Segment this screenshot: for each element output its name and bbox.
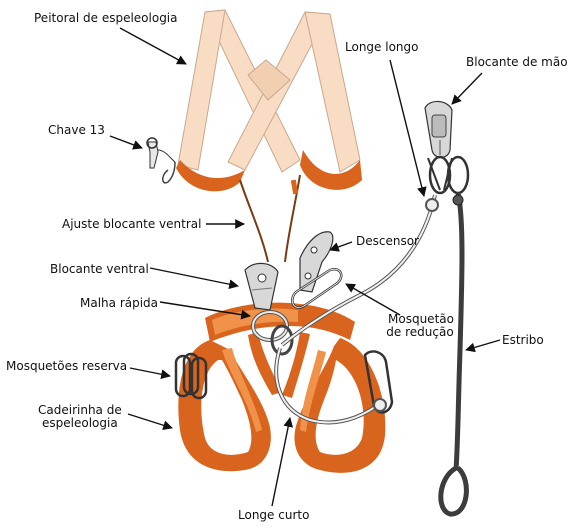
hand-ascender bbox=[424, 100, 470, 195]
label-malha-rapida: Malha rápida bbox=[80, 296, 159, 310]
descender bbox=[291, 231, 343, 309]
leader-cadeirinha bbox=[127, 413, 173, 430]
label-descensor: Descensor bbox=[356, 234, 419, 248]
leader-descensor bbox=[329, 241, 353, 252]
leader-mosquetoes-reserva bbox=[129, 367, 171, 380]
label-ajuste: Ajuste blocante ventral bbox=[62, 217, 202, 231]
label-mosquetao-reducao-line2: de redução bbox=[386, 325, 454, 339]
leader-malha-rapida bbox=[159, 301, 251, 320]
ventral-ascender bbox=[244, 262, 294, 356]
lanyards bbox=[274, 194, 439, 425]
leader-blocante-mao bbox=[451, 72, 483, 105]
label-mosquetao-reducao-line1: Mosquetão bbox=[388, 312, 454, 326]
wrench-key bbox=[146, 137, 176, 184]
leader-lines bbox=[109, 27, 501, 507]
leader-peitoral bbox=[119, 27, 187, 65]
leader-longe-longo bbox=[389, 59, 427, 197]
label-peitoral: Peitoral de espeleologia bbox=[34, 11, 178, 25]
label-longe-longo: Longe longo bbox=[345, 40, 419, 54]
label-cadeirinha-line1: Cadeirinha de bbox=[38, 403, 122, 417]
spare-carabiners bbox=[174, 352, 208, 400]
leader-blocante-ventral bbox=[149, 267, 239, 290]
seat-harness bbox=[178, 302, 386, 473]
leader-estribo bbox=[465, 339, 501, 353]
label-cadeirinha-line2: espeleologia bbox=[42, 416, 118, 430]
leader-longe-curto bbox=[271, 417, 294, 507]
label-estribo: Estribo bbox=[502, 333, 544, 347]
label-mosquetoes-reserva: Mosquetões reserva bbox=[6, 359, 128, 373]
foot-loop bbox=[438, 192, 469, 517]
label-chave13: Chave 13 bbox=[48, 123, 105, 137]
leader-mosquetao-reducao bbox=[345, 283, 401, 316]
chest-harness bbox=[176, 9, 362, 263]
label-longe-curto: Longe curto bbox=[238, 508, 310, 522]
label-blocante-ventral: Blocante ventral bbox=[50, 262, 149, 276]
label-blocante-mao: Blocante de mão bbox=[466, 55, 568, 69]
leader-chave13 bbox=[109, 135, 143, 150]
